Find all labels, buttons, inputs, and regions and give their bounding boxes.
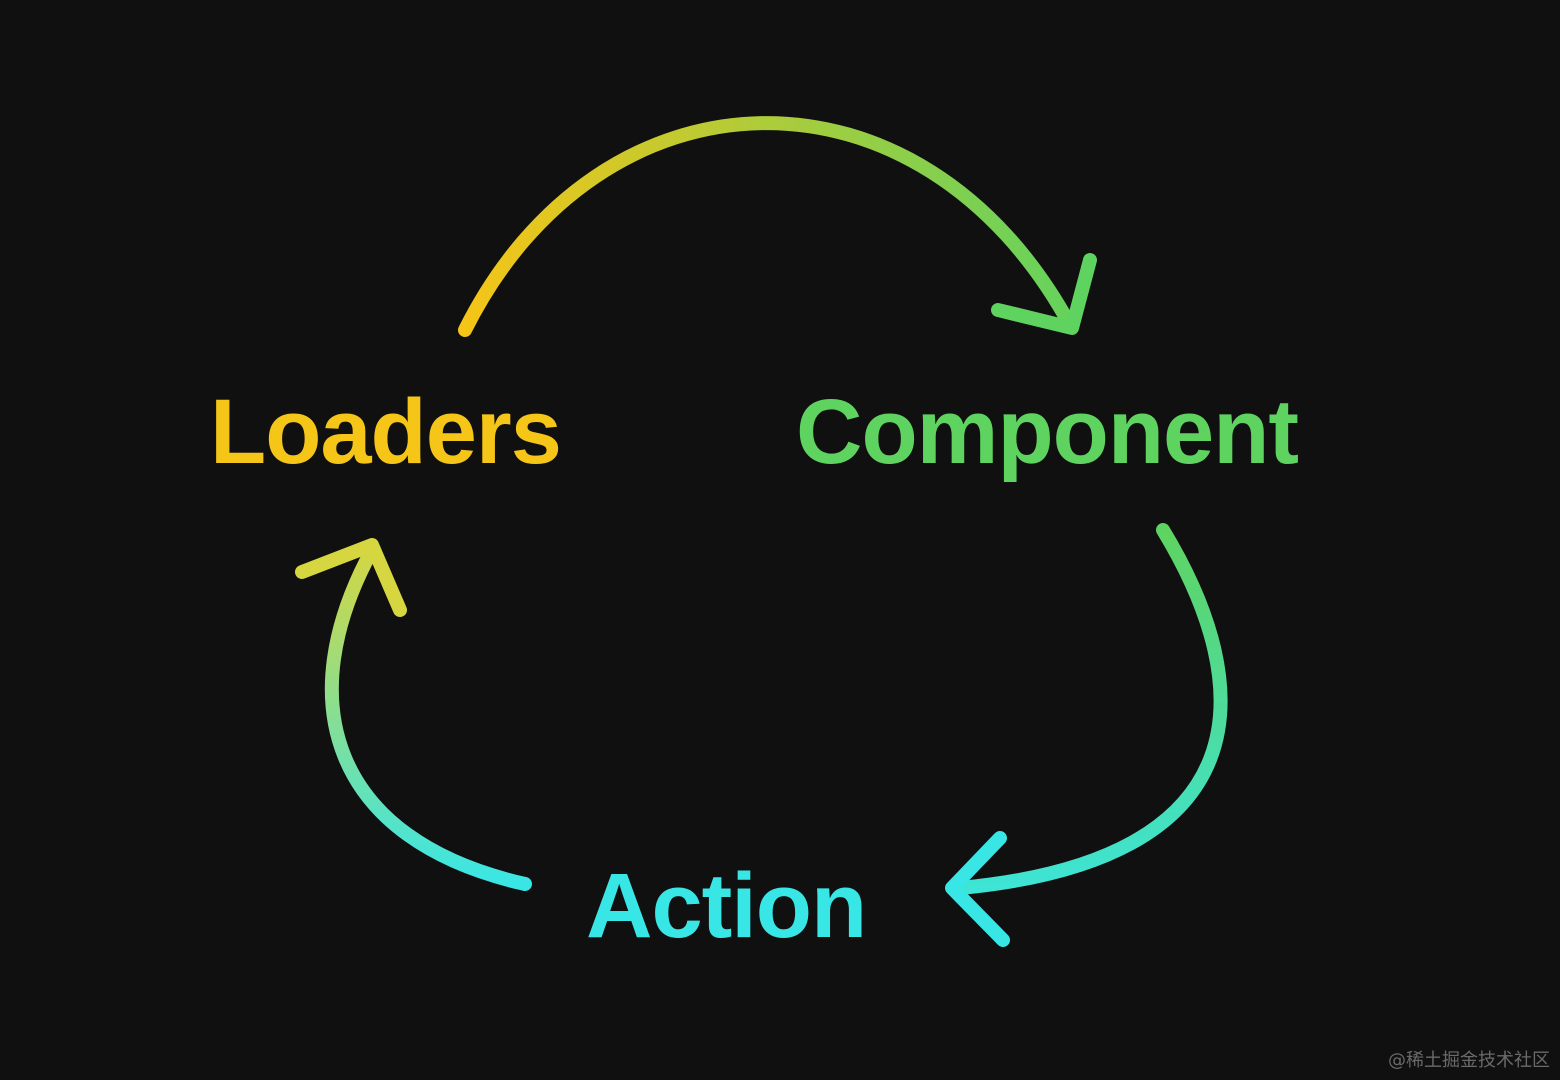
watermark: @稀土掘金技术社区 (1388, 1050, 1550, 1071)
arrow-loaders-to-component (458, 116, 1097, 337)
arrow-action-to-loaders-head (295, 538, 407, 617)
arrow-action-to-loaders (295, 538, 532, 891)
arrow-component-to-action-shaft (953, 523, 1228, 895)
arrow-loaders-to-component-shaft (458, 116, 1077, 337)
arrow-loaders-to-component-head (991, 253, 1097, 335)
node-component-label: Component (796, 381, 1299, 483)
arrow-component-to-action-head (945, 831, 1010, 947)
arrow-component-to-action (945, 523, 1228, 947)
node-loaders-label: Loaders (210, 381, 562, 483)
node-action-label: Action (586, 855, 867, 957)
arrow-action-to-loaders-shaft (324, 543, 532, 891)
